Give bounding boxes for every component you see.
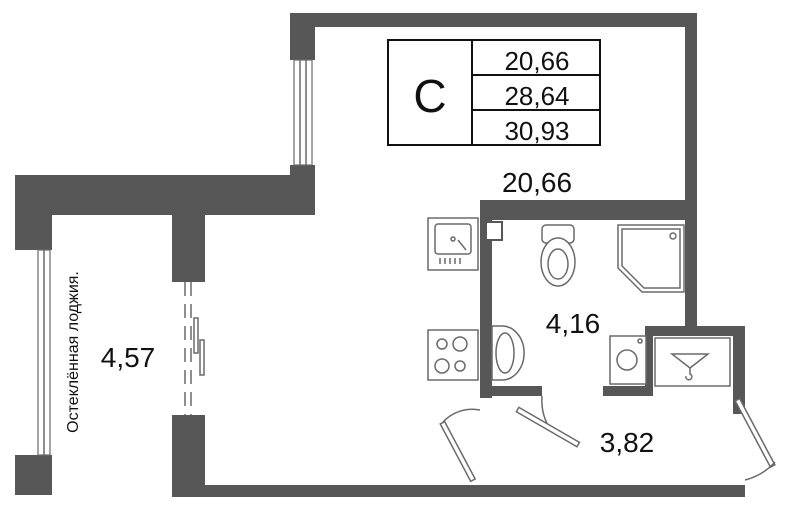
total-area-value: 28,64 — [504, 81, 569, 111]
stove-icon — [427, 329, 479, 381]
shower-icon — [617, 224, 685, 293]
kitchen-sink-icon — [427, 217, 479, 271]
main-room-area: 20,66 — [502, 167, 572, 198]
washbasin-icon — [491, 325, 525, 381]
hallway-area: 3,82 — [600, 427, 655, 458]
total-area-with-loggia-value: 30,93 — [504, 116, 569, 146]
apartment-type-label: C — [413, 70, 446, 122]
washing-machine-icon — [609, 335, 647, 385]
living-area-value: 20,66 — [504, 46, 569, 76]
loggia-area: 4,57 — [101, 342, 156, 373]
area-table: C 20,66 28,64 30,93 — [387, 39, 601, 146]
loggia-label: Остеклённая лоджия. — [65, 271, 82, 433]
balcony-door — [184, 282, 205, 415]
toilet-icon — [540, 224, 576, 287]
walls — [15, 13, 745, 497]
bathroom-area: 4,16 — [546, 308, 601, 339]
wardrobe-icon — [654, 337, 731, 387]
doors — [439, 395, 776, 483]
windows — [37, 59, 313, 456]
